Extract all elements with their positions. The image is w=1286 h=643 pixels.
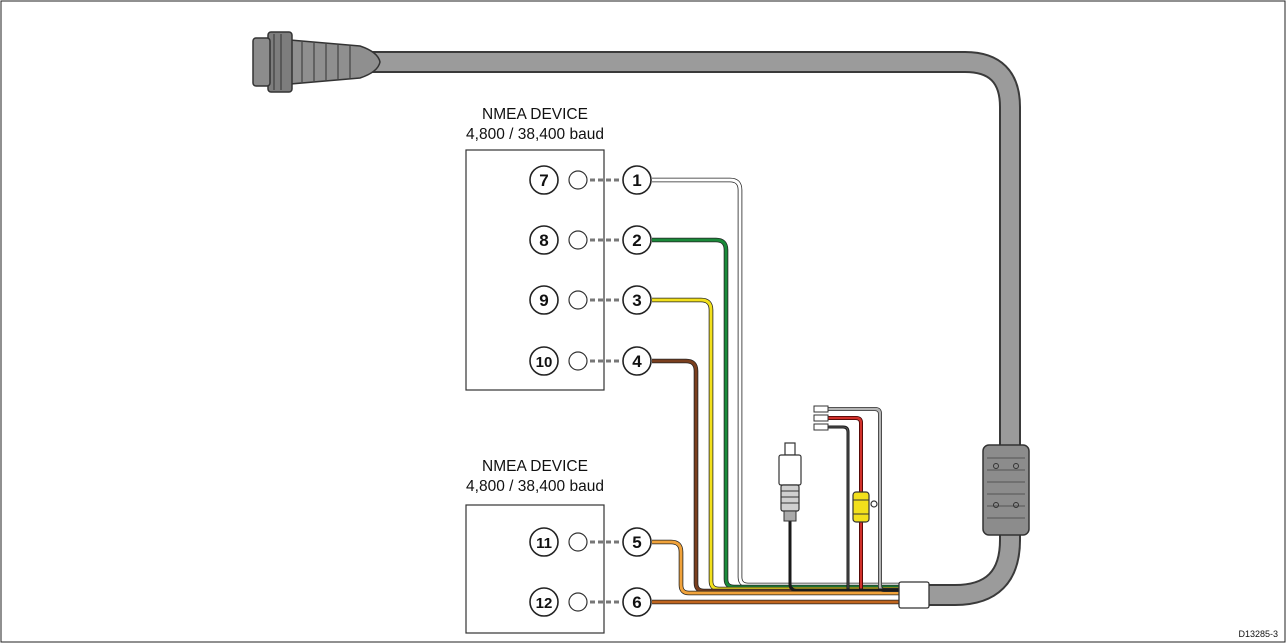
terminal-icon <box>568 351 588 371</box>
wire-3 <box>652 298 900 591</box>
drain-plug-icon <box>778 442 900 592</box>
device-pin-label: 11 <box>536 535 552 552</box>
device-pin-label: 12 <box>536 595 553 612</box>
device-pin-circle <box>529 165 559 195</box>
device-pin-circle <box>529 527 559 557</box>
cable-pin-circle <box>622 346 652 376</box>
wire-4 <box>652 359 900 593</box>
main-cable <box>370 51 1021 606</box>
nmea-device-box-2 <box>465 504 605 634</box>
cable-pin-circle <box>622 225 652 255</box>
device-1-baud: 4,800 / 38,400 baud <box>466 126 604 143</box>
cable-pin-label: 1 <box>632 171 641 190</box>
terminal-icon <box>568 592 588 612</box>
device-pin-label: 7 <box>539 171 548 190</box>
cable-pin-label: 3 <box>632 291 641 310</box>
cable-pin-label: 4 <box>632 352 642 371</box>
cable-junction-sleeve <box>898 581 930 609</box>
device-pin-circle <box>529 285 559 315</box>
pin-labels: 7 1 8 2 9 3 10 4 11 5 12 6 <box>529 165 652 617</box>
cable-connector-plug <box>252 31 381 93</box>
device-pin-label: 10 <box>536 354 553 371</box>
device-pin-circle <box>529 346 559 376</box>
device-1-title: NMEA DEVICE <box>482 106 588 123</box>
terminal-icon <box>568 170 588 190</box>
cable-pin-label: 6 <box>632 593 641 612</box>
cable-pin-circle <box>622 587 652 617</box>
terminal-icon <box>568 290 588 310</box>
wire-5 <box>652 540 900 595</box>
device-pin-circle <box>529 225 559 255</box>
wire-1 <box>652 178 900 587</box>
cable-pin-circle <box>622 527 652 557</box>
device-2-baud: 4,800 / 38,400 baud <box>466 478 604 495</box>
device-2-title: NMEA DEVICE <box>482 458 588 475</box>
wire-bundle <box>652 177 900 605</box>
inline-fuse-icon <box>852 491 878 523</box>
terminal-icon <box>568 230 588 250</box>
device-pin-circle <box>529 587 559 617</box>
cable-pin-circle <box>622 285 652 315</box>
wire-2 <box>652 238 900 589</box>
device-pin-label: 8 <box>539 231 548 250</box>
terminal-icon <box>568 532 588 552</box>
cable-pin-label: 2 <box>632 231 641 250</box>
drawing-id: D13285-3 <box>1238 629 1278 639</box>
cable-pin-label: 5 <box>632 533 641 552</box>
ferrite-choke <box>982 444 1030 536</box>
device-pin-label: 9 <box>539 291 548 310</box>
cable-pin-circle <box>622 165 652 195</box>
